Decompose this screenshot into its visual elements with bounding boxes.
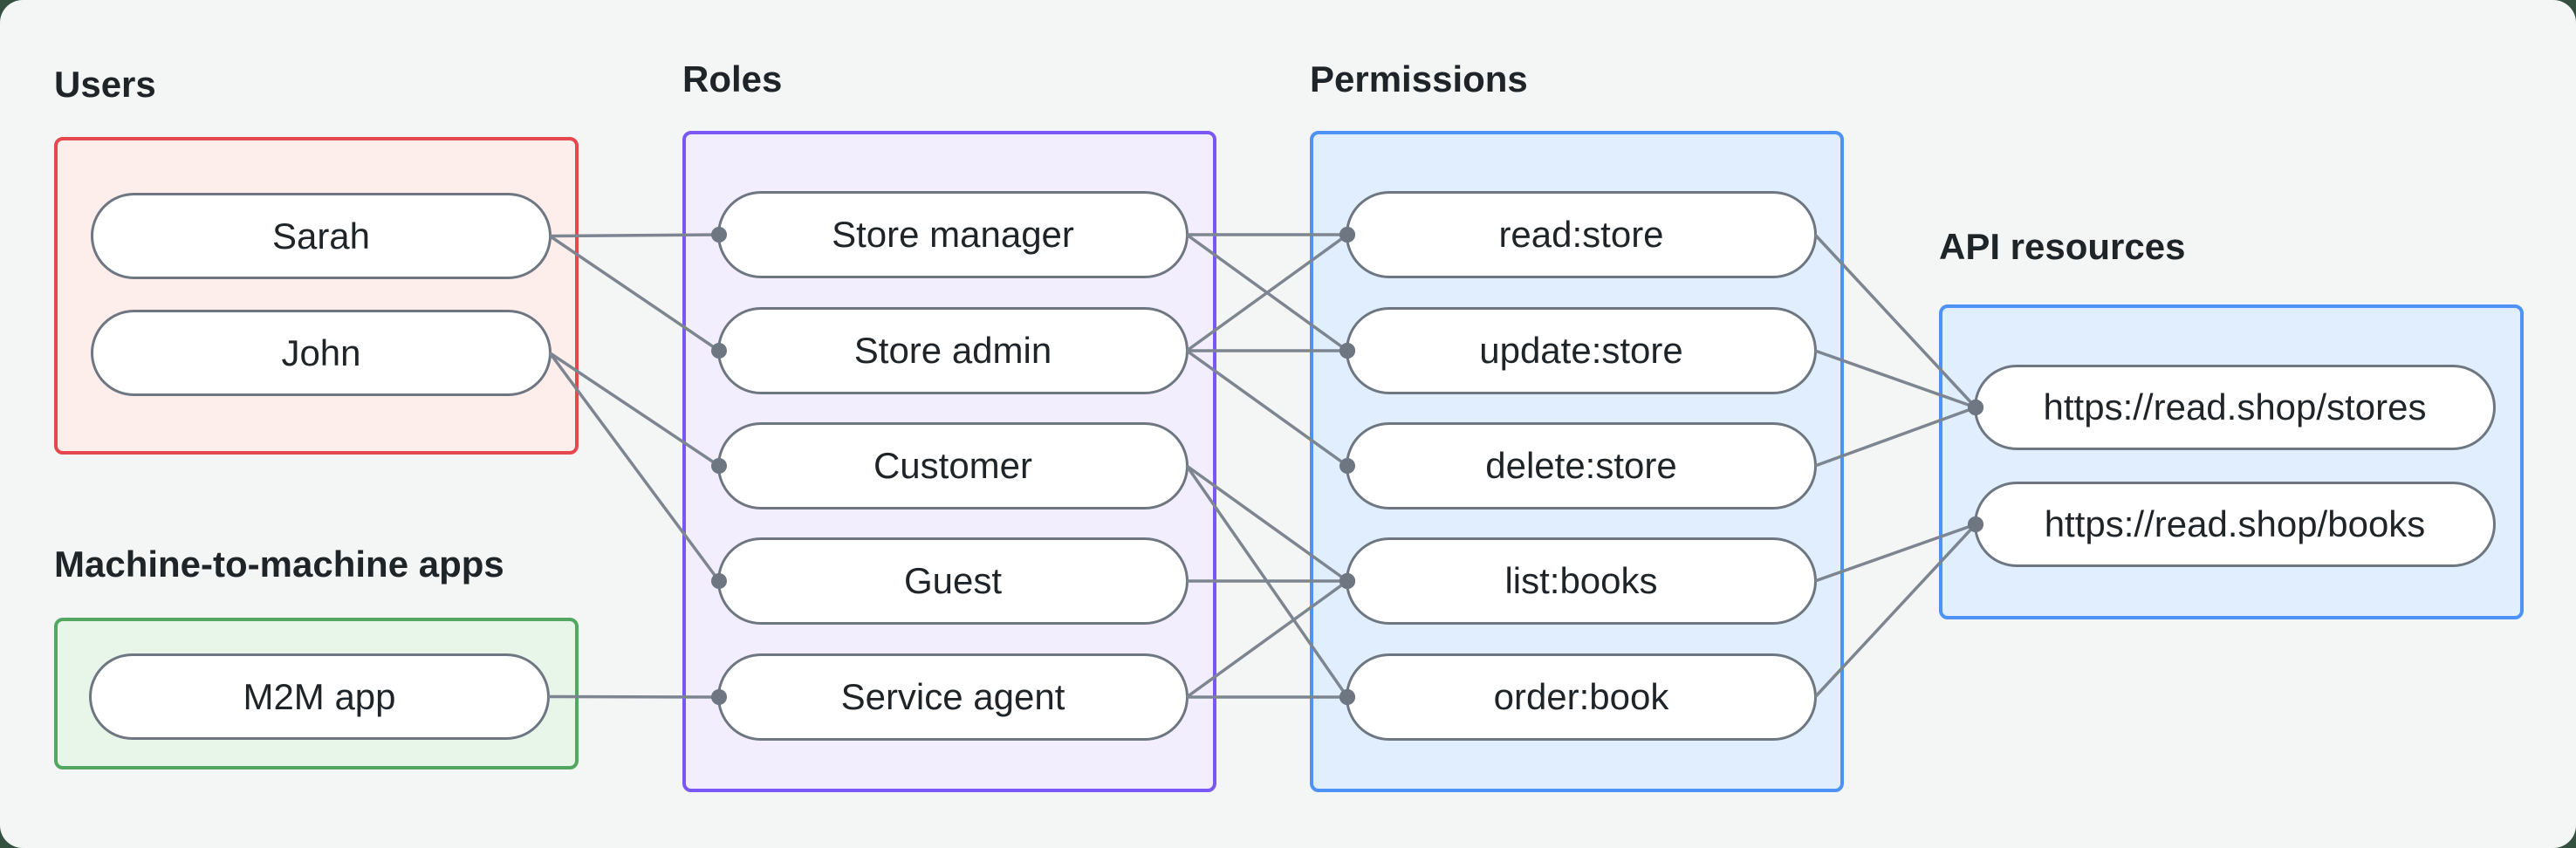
role-node-store-manager: Store manager <box>717 191 1189 278</box>
m2m-group-box: M2M app <box>54 618 579 769</box>
permission-node-read-store: read:store <box>1346 191 1817 278</box>
api-resources-group-label: API resources <box>1939 226 2186 267</box>
permissions-group-label: Permissions <box>1310 58 1528 99</box>
role-node-store-admin: Store admin <box>717 307 1189 394</box>
roles-group-box: Store manager Store admin Customer Guest… <box>682 131 1216 792</box>
users-group-label: Users <box>54 64 156 105</box>
roles-group-label: Roles <box>682 58 783 99</box>
permission-node-list-books: list:books <box>1346 537 1817 625</box>
permission-node-delete-store: delete:store <box>1346 422 1817 509</box>
permission-node-order-book: order:book <box>1346 653 1817 741</box>
users-group-box: Sarah John <box>54 137 579 455</box>
api-resources-group-box: https://read.shop/stores https://read.sh… <box>1939 304 2524 619</box>
m2m-group-label: Machine-to-machine apps <box>54 544 504 585</box>
role-node-service-agent: Service agent <box>717 653 1189 741</box>
permission-node-update-store: update:store <box>1346 307 1817 394</box>
role-node-guest: Guest <box>717 537 1189 625</box>
api-node-books: https://read.shop/books <box>1974 482 2496 567</box>
role-node-customer: Customer <box>717 422 1189 509</box>
permissions-group-box: read:store update:store delete:store lis… <box>1310 131 1844 792</box>
api-node-stores: https://read.shop/stores <box>1974 365 2496 450</box>
m2m-node-app: M2M app <box>89 653 550 740</box>
user-node-john: John <box>91 310 552 396</box>
user-node-sarah: Sarah <box>91 193 552 279</box>
